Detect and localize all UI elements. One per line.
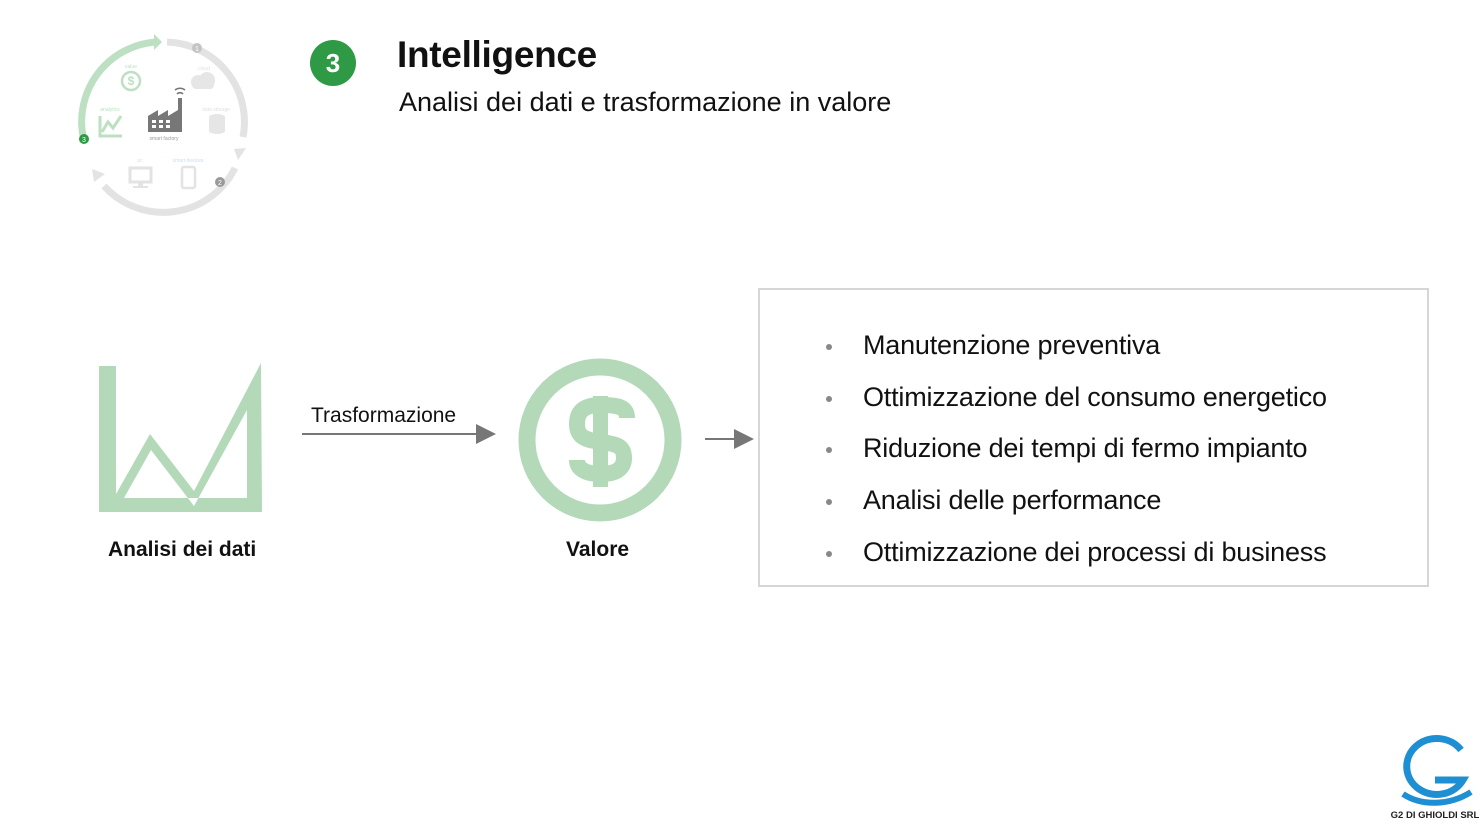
value-label: Valore <box>566 538 630 561</box>
analytics-chart-icon <box>98 115 123 138</box>
database-icon <box>209 114 225 134</box>
value-dollar-icon <box>120 70 142 92</box>
cycle-label-data-storage: data storage <box>202 107 230 113</box>
cycle-step-3-number: 3 <box>82 137 86 144</box>
cycle-step-2-number: 2 <box>218 180 222 187</box>
company-logo: G2 DI GHIOLDI SRL <box>1391 734 1480 821</box>
cycle-step-1-number: 1 <box>195 46 199 53</box>
cycle-step-1-marker <box>192 43 202 53</box>
benefit-text: Riduzione dei tempi di fermo impianto <box>863 433 1308 464</box>
iot-cycle-diagram: 1 2 3 value $ cloud data storage analyti… <box>78 34 248 216</box>
bullet-dot <box>826 395 832 402</box>
cycle-label-pc: pc <box>137 158 143 164</box>
benefit-text: Analisi delle performance <box>863 485 1162 516</box>
svg-text:$: $ <box>128 74 135 88</box>
benefit-text: Ottimizzazione del consumo energetico <box>863 381 1327 412</box>
cloud-icon <box>191 72 215 89</box>
data-analysis-chart-icon <box>99 363 262 512</box>
benefits-arrow <box>705 429 754 449</box>
bullet-dot <box>826 447 832 454</box>
page-subtitle: Analisi dei dati e trasformazione in val… <box>399 87 892 117</box>
data-analysis-label: Analisi dei dati <box>108 538 257 561</box>
pc-monitor-icon <box>128 166 153 188</box>
cycle-label-analytics: analytics <box>100 107 120 113</box>
smart-factory-icon <box>148 87 186 132</box>
benefit-text: Manutenzione preventiva <box>863 330 1161 360</box>
value-dollar-icon-large <box>518 358 682 522</box>
transformation-arrow <box>302 424 496 444</box>
benefit-text: Ottimizzazione dei processi di business <box>863 536 1327 567</box>
cycle-step-3-marker <box>79 134 89 144</box>
cycle-label-cloud: cloud <box>198 66 210 72</box>
transformation-label: Trasformazione <box>311 404 457 427</box>
benefits-box: Manutenzione preventiva Ottimizzazione d… <box>758 288 1429 587</box>
cycle-step-2-marker <box>215 177 225 187</box>
company-logo-text: G2 DI GHIOLDI SRL <box>1391 810 1480 821</box>
cycle-label-smart-devices: smart devices <box>173 158 204 164</box>
page-title: Intelligence <box>397 34 597 75</box>
bullet-dot <box>826 499 832 506</box>
cycle-label-smart-factory: smart factory <box>150 136 179 142</box>
step-number-badge: 3 <box>310 40 356 86</box>
bullet-dot <box>826 550 832 557</box>
bullet-dot <box>826 344 832 350</box>
smartphone-icon <box>180 165 197 190</box>
cycle-label-value: value <box>125 64 137 70</box>
